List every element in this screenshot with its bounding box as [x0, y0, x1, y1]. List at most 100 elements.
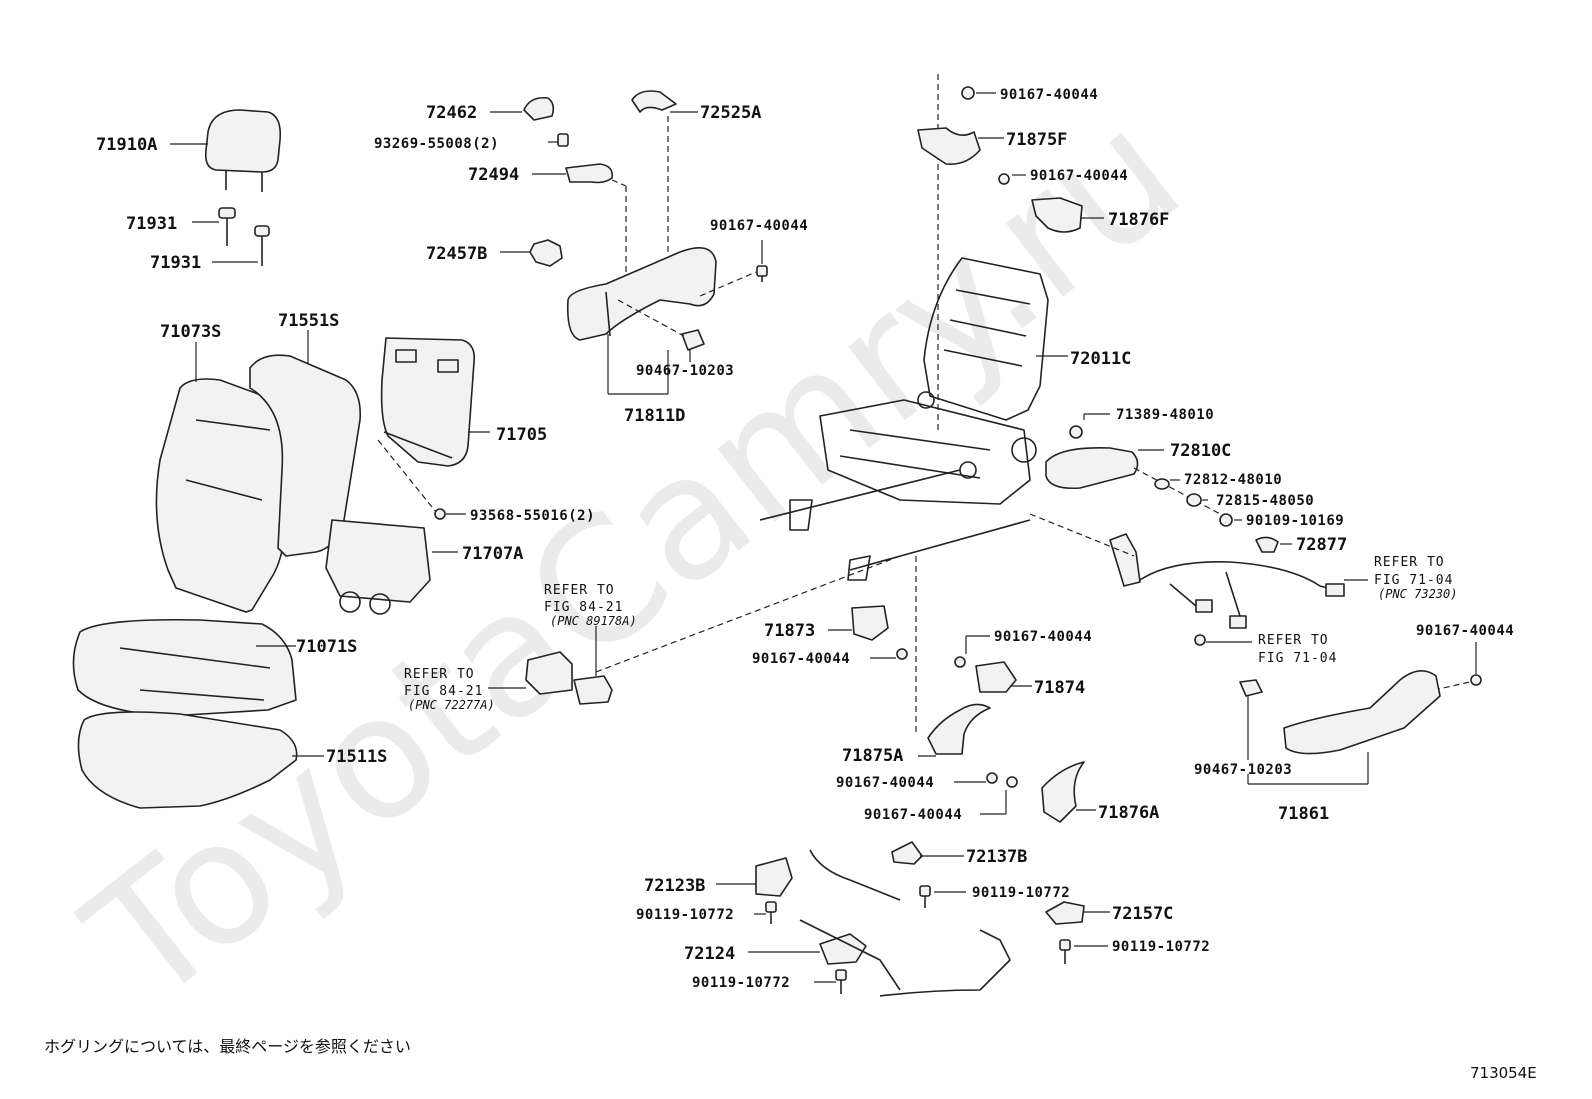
label-90119-b: 90119-10772 — [1112, 939, 1210, 955]
label-71705: 71705 — [496, 425, 547, 445]
label-71811D: 71811D — [624, 406, 685, 426]
label-71874: 71874 — [1034, 678, 1085, 698]
seatback-cover-71073S[interactable] — [155, 378, 299, 613]
headrest-guide-71931b[interactable] — [254, 225, 270, 266]
label-71875F: 71875F — [1006, 130, 1067, 150]
shield-71811D[interactable] — [566, 246, 717, 341]
ref-71-04-a-line1: REFER TO — [1374, 555, 1445, 570]
bolt-90119-d[interactable] — [835, 969, 847, 994]
label-90467-b: 90467-10203 — [1194, 762, 1292, 778]
connector-72277A[interactable] — [525, 651, 573, 695]
label-71910A: 71910A — [96, 135, 157, 155]
bracket-72137B[interactable] — [891, 841, 923, 865]
label-93269: 93269-55008(2) — [374, 136, 499, 152]
label-90167-f: 90167-40044 — [864, 807, 962, 823]
ref-84-21-b-line3: (PNC 72277A) — [408, 698, 495, 712]
label-72810C: 72810C — [1170, 441, 1231, 461]
label-71876F: 71876F — [1108, 210, 1169, 230]
label-72494: 72494 — [468, 165, 519, 185]
cap-72877[interactable] — [1255, 536, 1279, 553]
label-71861: 71861 — [1278, 804, 1329, 824]
screw-71389[interactable] — [1069, 425, 1083, 439]
knob-72457B[interactable] — [529, 239, 563, 267]
cover-71876F[interactable] — [1031, 197, 1083, 233]
cover-71875A[interactable] — [927, 703, 991, 755]
bracket-72157C[interactable] — [1045, 901, 1085, 925]
seatback-board-71705[interactable] — [380, 337, 476, 467]
clip-90467-b[interactable] — [1239, 679, 1263, 697]
bolt-90119-a[interactable] — [919, 885, 931, 908]
label-71707A: 71707A — [462, 544, 523, 564]
cover-71876A[interactable] — [1041, 761, 1085, 823]
bracket-71873[interactable] — [851, 605, 889, 641]
label-71875A: 71875A — [842, 746, 903, 766]
label-90167-g: 90167-40044 — [1416, 623, 1514, 639]
label-90167-top: 90167-40044 — [1000, 87, 1098, 103]
bracket-71874[interactable] — [975, 661, 1017, 693]
screw-93269[interactable] — [557, 133, 569, 147]
label-72462: 72462 — [426, 103, 477, 123]
seat-belt-buckle[interactable] — [1109, 533, 1141, 587]
label-90467-a: 90467-10203 — [636, 363, 734, 379]
lever-72525A[interactable] — [631, 90, 677, 113]
label-93568: 93568-55016(2) — [470, 508, 595, 524]
label-90167-b: 90167-40044 — [1030, 168, 1128, 184]
label-90119-c: 90119-10772 — [636, 907, 734, 923]
ref-84-21-a-line2: FIG 84-21 — [544, 600, 623, 615]
label-72525A: 72525A — [700, 103, 761, 123]
screw-90167-b[interactable] — [998, 173, 1010, 185]
shield-71861[interactable] — [1283, 670, 1441, 755]
label-72157C: 72157C — [1112, 904, 1173, 924]
ref-71-04-b-line1: REFER TO — [1258, 633, 1329, 648]
wire-harness[interactable] — [1139, 561, 1345, 646]
seatback-panel-71707A[interactable] — [325, 519, 431, 615]
label-90109: 90109-10169 — [1246, 513, 1344, 529]
label-90167-c: 90167-40044 — [752, 651, 850, 667]
seat-cushion-pad-71511S[interactable] — [77, 711, 298, 809]
ref-71-04-a-line2: FIG 71-04 — [1374, 573, 1453, 588]
label-71873: 71873 — [764, 621, 815, 641]
ref-84-21-b-line2: FIG 84-21 — [404, 684, 483, 699]
label-90167-d: 90167-40044 — [994, 629, 1092, 645]
figure-code: 713054E — [1470, 1064, 1537, 1082]
footer-note: ホグリングについては、最終ページを参照ください — [44, 1037, 411, 1056]
screw-90167-g[interactable] — [1470, 674, 1482, 686]
bolt-90119-b[interactable] — [1059, 939, 1071, 964]
bracket-72123B[interactable] — [755, 857, 793, 897]
cover-72462[interactable] — [523, 96, 555, 121]
armrest-72810C[interactable] — [1045, 446, 1139, 490]
lever-knob-72494[interactable] — [565, 163, 614, 184]
label-71931b: 71931 — [150, 253, 201, 273]
label-71931a: 71931 — [126, 214, 177, 234]
label-72812: 72812-48010 — [1184, 472, 1282, 488]
washer-72815[interactable] — [1186, 493, 1202, 507]
connector-89178A[interactable] — [573, 675, 613, 705]
bolt-90119-c[interactable] — [765, 901, 777, 924]
label-71389: 71389-48010 — [1116, 407, 1214, 423]
ref-84-21-a-line3: (PNC 89178A) — [550, 614, 637, 628]
screw-93568[interactable] — [434, 508, 446, 520]
screw-90167-d[interactable] — [954, 656, 966, 668]
screw-90167-f[interactable] — [1006, 776, 1018, 788]
headrest-guide-71931a[interactable] — [218, 207, 236, 246]
label-90119-a: 90119-10772 — [972, 885, 1070, 901]
bracket-72124[interactable] — [819, 933, 867, 965]
bolt-90109[interactable] — [1219, 513, 1233, 527]
label-71511S: 71511S — [326, 747, 387, 767]
washer-72812[interactable] — [1154, 478, 1170, 490]
label-90167-a: 90167-40044 — [710, 218, 808, 234]
headrest-71910A[interactable] — [204, 109, 282, 192]
cover-71875F[interactable] — [917, 127, 981, 166]
label-71071S: 71071S — [296, 637, 357, 657]
seat-cushion-cover-71071S[interactable] — [72, 618, 297, 717]
screw-90167-a[interactable] — [756, 265, 768, 282]
seat-frame-72011C[interactable] — [759, 257, 1049, 581]
ref-84-21-a-line1: REFER TO — [544, 583, 615, 598]
screw-90167-e[interactable] — [986, 772, 998, 784]
clip-90467-a[interactable] — [681, 329, 705, 351]
label-71876A: 71876A — [1098, 803, 1159, 823]
screw-90167-c[interactable] — [896, 648, 908, 660]
label-72457B: 72457B — [426, 244, 487, 264]
screw-90167-top[interactable] — [961, 86, 975, 100]
